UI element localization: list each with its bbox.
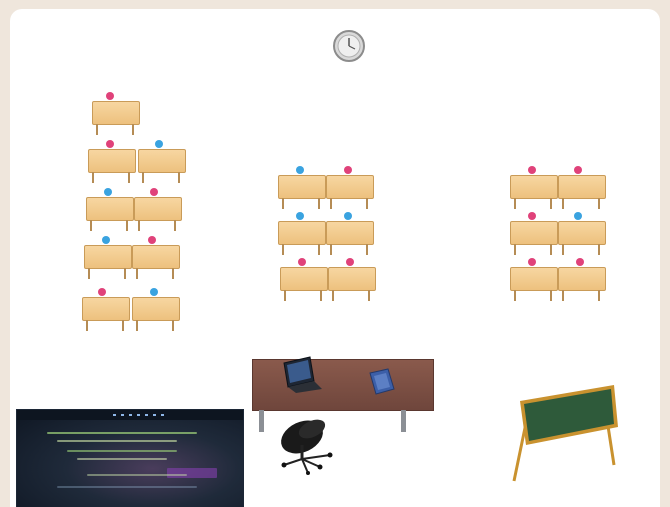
screen-preview-panel[interactable]: [16, 409, 244, 507]
screen-content: [87, 474, 187, 476]
student-icon[interactable]: [298, 258, 306, 266]
student-icon[interactable]: [574, 212, 582, 220]
student-desk[interactable]: [132, 297, 180, 331]
student-icon[interactable]: [296, 212, 304, 220]
chalkboard-icon[interactable]: [510, 383, 624, 483]
student-icon[interactable]: [155, 140, 163, 148]
student-desk[interactable]: [82, 297, 130, 331]
screen-content: [167, 468, 217, 478]
student-icon[interactable]: [150, 188, 158, 196]
student-desk[interactable]: [88, 149, 136, 183]
student-icon[interactable]: [148, 236, 156, 244]
student-icon[interactable]: [106, 140, 114, 148]
student-desk[interactable]: [558, 221, 606, 255]
office-chair-icon[interactable]: [272, 407, 342, 475]
student-icon[interactable]: [574, 166, 582, 174]
student-icon[interactable]: [528, 166, 536, 174]
student-icon[interactable]: [104, 188, 112, 196]
student-icon[interactable]: [576, 258, 584, 266]
student-desk[interactable]: [326, 221, 374, 255]
student-desk[interactable]: [92, 101, 140, 135]
student-desk[interactable]: [328, 267, 376, 301]
screen-content: [47, 432, 197, 434]
student-icon[interactable]: [98, 288, 106, 296]
student-icon[interactable]: [150, 288, 158, 296]
student-desk[interactable]: [280, 267, 328, 301]
laptop-icon[interactable]: [280, 355, 324, 393]
student-desk[interactable]: [558, 175, 606, 209]
screen-content: [57, 440, 177, 442]
student-icon[interactable]: [344, 212, 352, 220]
student-icon[interactable]: [344, 166, 352, 174]
student-icon[interactable]: [528, 258, 536, 266]
student-icon[interactable]: [106, 92, 114, 100]
student-icon[interactable]: [346, 258, 354, 266]
student-desk[interactable]: [86, 197, 134, 231]
student-desk[interactable]: [510, 175, 558, 209]
screen-content: [57, 486, 197, 488]
student-desk[interactable]: [510, 221, 558, 255]
student-icon[interactable]: [528, 212, 536, 220]
book-icon[interactable]: [366, 367, 398, 397]
student-desk[interactable]: [510, 267, 558, 301]
classroom-canvas: [10, 9, 660, 507]
student-desk[interactable]: [138, 149, 186, 183]
student-desk[interactable]: [278, 221, 326, 255]
screen-topbar: [17, 410, 243, 420]
student-desk[interactable]: [132, 245, 180, 279]
student-icon[interactable]: [296, 166, 304, 174]
screen-content: [67, 450, 177, 452]
student-desk[interactable]: [326, 175, 374, 209]
student-desk[interactable]: [278, 175, 326, 209]
student-desk[interactable]: [84, 245, 132, 279]
student-icon[interactable]: [102, 236, 110, 244]
screen-content: [77, 458, 167, 460]
wall-clock-icon[interactable]: [332, 29, 366, 63]
student-desk[interactable]: [558, 267, 606, 301]
student-desk[interactable]: [134, 197, 182, 231]
